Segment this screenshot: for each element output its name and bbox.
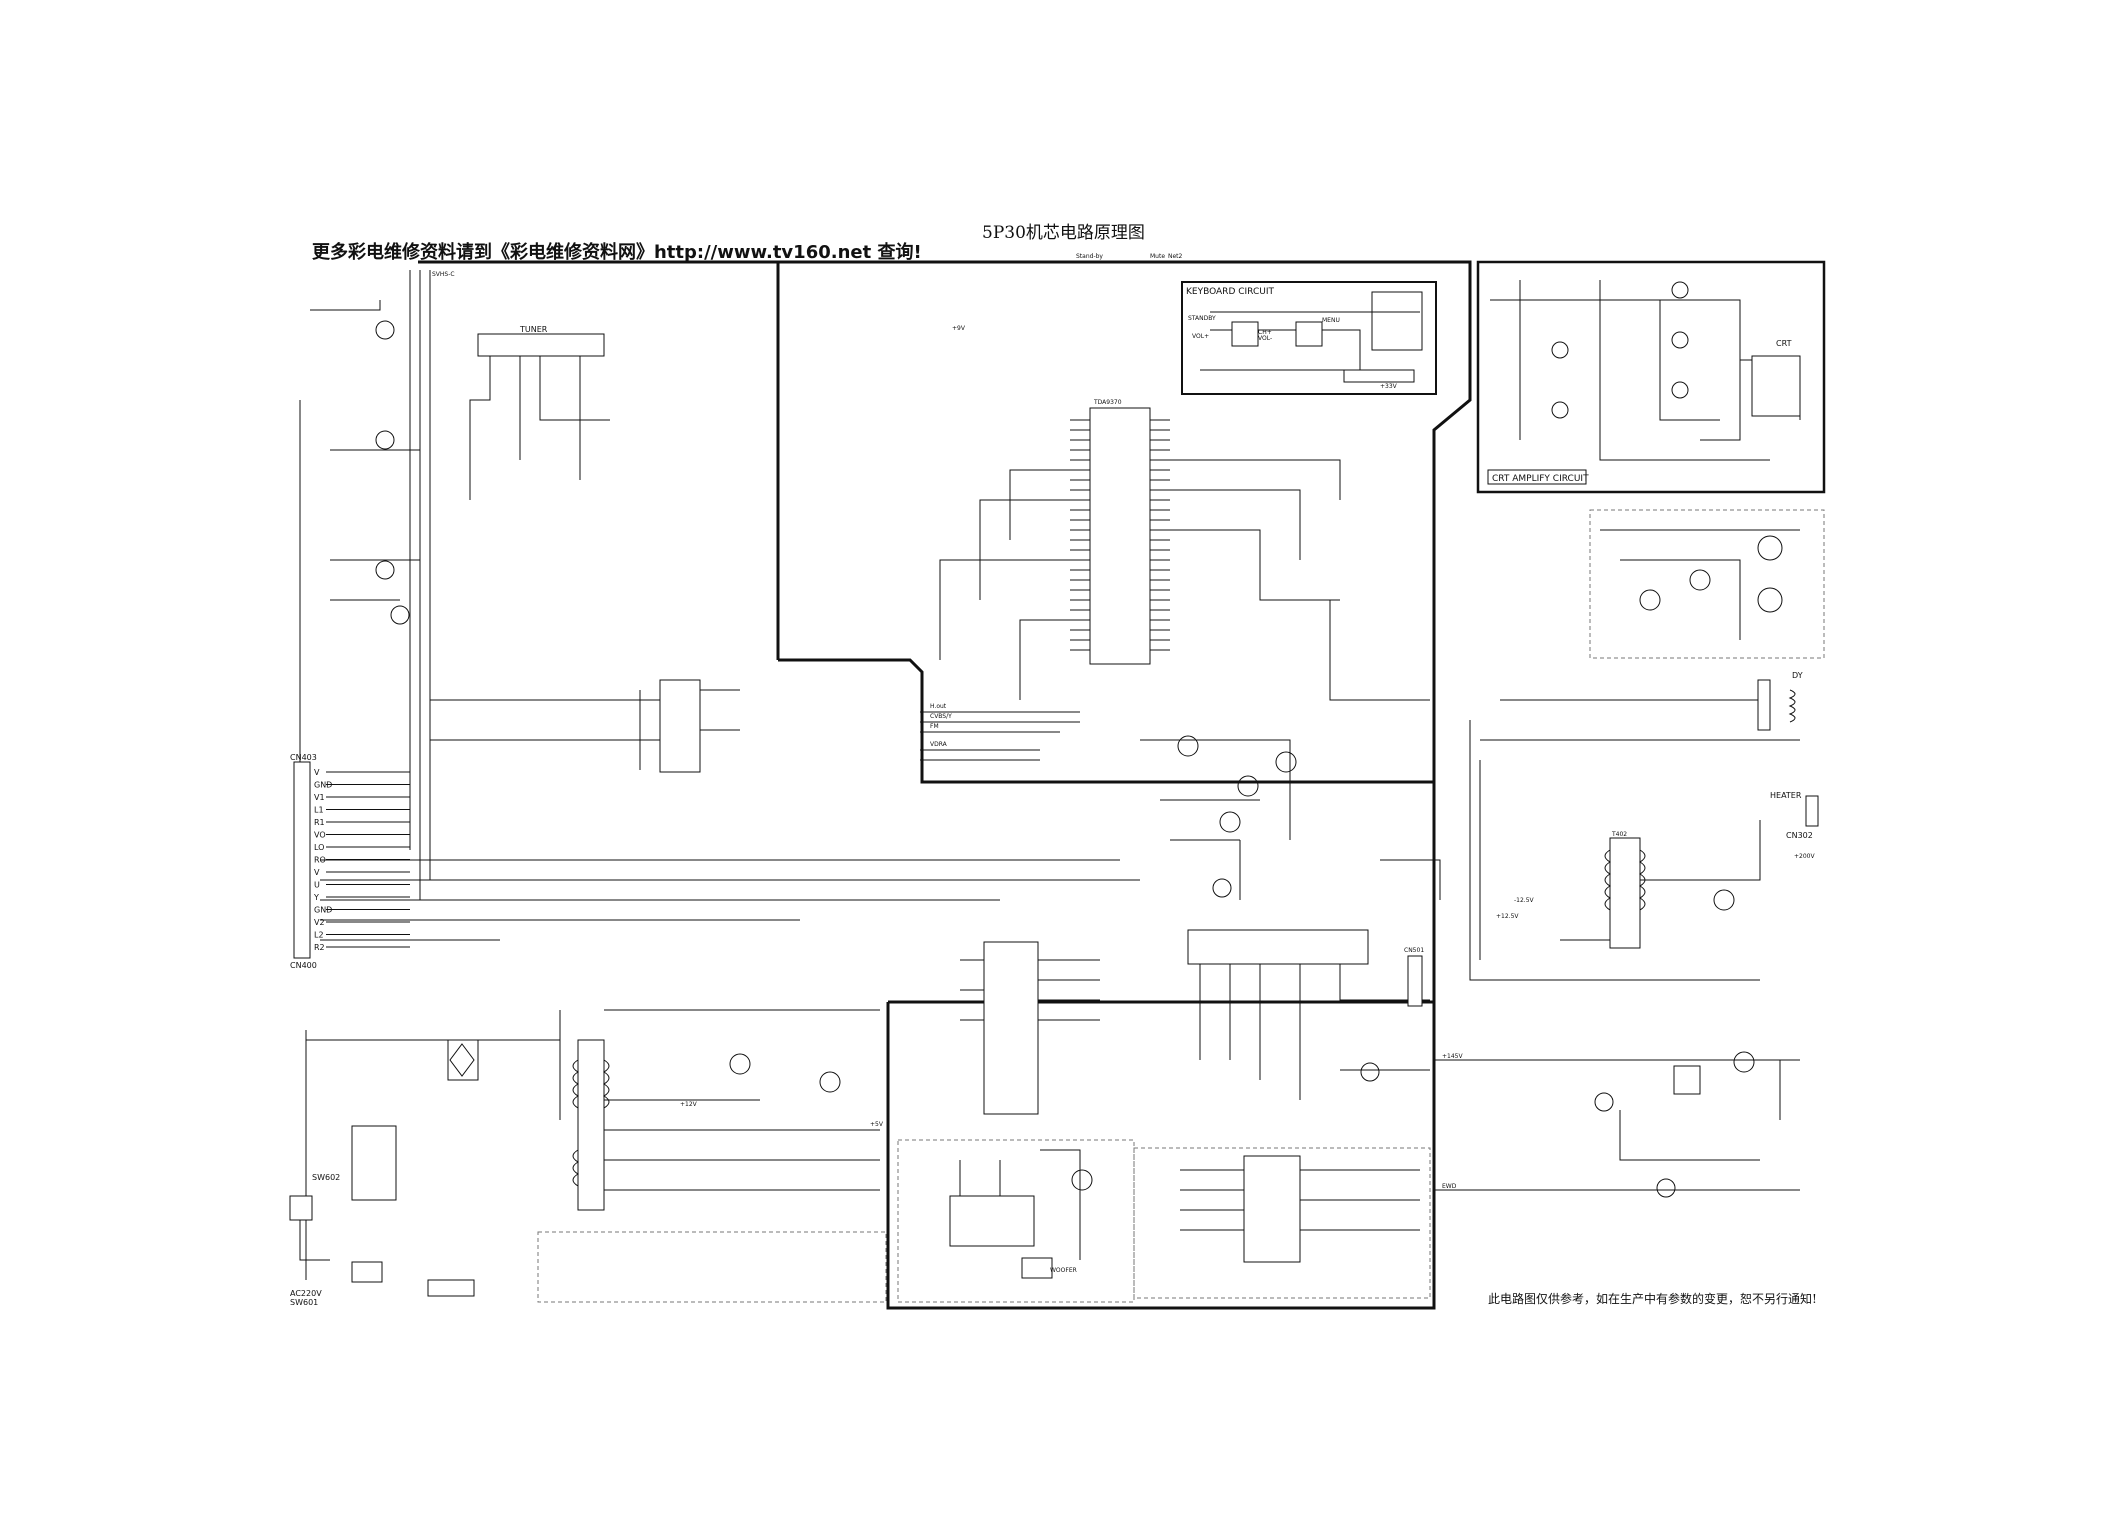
ewd-signal: EWD: [1442, 1183, 1457, 1190]
cn403-pin-label: RO: [314, 856, 326, 865]
sound-output-block: CN501: [1187, 929, 1430, 1100]
key-menu-label: MENU: [1322, 317, 1340, 324]
crt-title: CRT AMPLIFY CIRCUIT: [1492, 474, 1589, 484]
power-supply-block: AC220V SW601 SW602: [289, 1009, 887, 1307]
v33-signal: +33V: [1380, 383, 1398, 390]
cn400-label: CN400: [290, 961, 317, 970]
cn403-pin-label: GND: [314, 781, 332, 790]
standby-signal: Stand-by: [1076, 253, 1103, 260]
v200-signal: +200V: [1794, 853, 1815, 860]
hout-signal: H.out: [930, 703, 947, 710]
sw601-label: SW601: [290, 1298, 318, 1307]
horizontal-output-block: DY HEATER CN302 T402: [1380, 509, 1825, 981]
vdra-signal: VDRA: [930, 741, 948, 748]
woofer-block: WOOFER: [897, 1139, 1135, 1303]
crt-label: CRT: [1776, 339, 1792, 348]
keyboard-title: KEYBOARD CIRCUIT: [1186, 287, 1274, 297]
h-drive-block: [1560, 1051, 1800, 1198]
cn403-pin-label: V2: [314, 918, 325, 927]
vertical-deflection-block: [1140, 600, 1430, 900]
fm-signal: FM: [930, 723, 939, 730]
cn302-label: CN302: [1786, 831, 1813, 840]
tuner-block: TUNER: [469, 325, 610, 500]
page-title: 5P30机芯电路原理图: [982, 223, 1145, 243]
cn403-pin-label: VO: [314, 831, 326, 840]
v12-signal: +12V: [680, 1101, 698, 1108]
vp12-signal: +12.5V: [1496, 913, 1519, 920]
woofer-label: WOOFER: [1050, 1267, 1077, 1274]
main-ic-label: TDA9370: [1093, 399, 1122, 406]
crt-amplify-block: CRT AMPLIFY CIRCUIT CRT: [1476, 260, 1826, 494]
v145-signal: +145V: [1442, 1053, 1463, 1060]
cn403-pin-label: R2: [314, 943, 325, 952]
ac-input-label: AC220V: [290, 1289, 322, 1298]
tuner-label: TUNER: [519, 325, 548, 334]
key-vol-label: VOL+: [1192, 333, 1209, 340]
cn403-pin-label: L2: [314, 931, 324, 940]
svhs-signal: SVHS-C: [432, 271, 455, 278]
cn403-pin-label: V: [314, 868, 320, 877]
mute-signal: Mute: [1150, 253, 1165, 260]
dy-label: DY: [1792, 671, 1803, 680]
cn403-pin-label: V: [314, 768, 320, 777]
cn501-label: CN501: [1404, 947, 1424, 954]
cn403-pin-label: U: [314, 881, 320, 890]
cn403-pin-label: GND: [314, 906, 332, 915]
main-ic-block: TDA9370: [939, 399, 1341, 700]
v9-signal: +9V: [952, 325, 966, 332]
cn403-pin-label: L1: [314, 806, 324, 815]
main-frame: [418, 260, 1472, 1310]
key-ch-label: CH+: [1258, 329, 1272, 336]
v5-signal: +5V: [870, 1121, 884, 1128]
vm12-signal: -12.5V: [1514, 897, 1535, 904]
net2-signal: Net2: [1168, 253, 1183, 260]
cn403-pin-label: V1: [314, 793, 325, 802]
cvbs-signal: CVBS/Y: [930, 713, 952, 720]
key-volm-label: VOL-: [1258, 335, 1272, 342]
keyboard-circuit-block: KEYBOARD CIRCUIT STANDBY VOL+ VOL- CH+ M…: [1181, 281, 1437, 395]
cn403-pin-label: LO: [314, 843, 324, 852]
cn403-pin-label: R1: [314, 818, 325, 827]
footer-note: 此电路图仅供参考，如在生产中有参数的变更，恕不另行通知!: [1488, 1291, 1817, 1306]
bass-processor-block: [1133, 1147, 1431, 1299]
cn403-pin-label: Y: [313, 893, 319, 902]
sw602-label: SW602: [312, 1173, 340, 1182]
fbt-label: T402: [1611, 831, 1627, 838]
key-standby-label: STANDBY: [1188, 315, 1216, 322]
header-note: 更多彩电维修资料请到《彩电维修资料网》http://www.tv160.net …: [312, 241, 922, 263]
av-switch-ic: [320, 679, 1140, 941]
heater-label: HEATER: [1770, 791, 1802, 800]
audio-ic-block: [960, 941, 1100, 1115]
cn403-label: CN403: [290, 753, 317, 762]
bus-signals: Stand-by Mute Net2 SVHS-C CVBS/Y VDRA H.…: [432, 253, 1815, 1191]
